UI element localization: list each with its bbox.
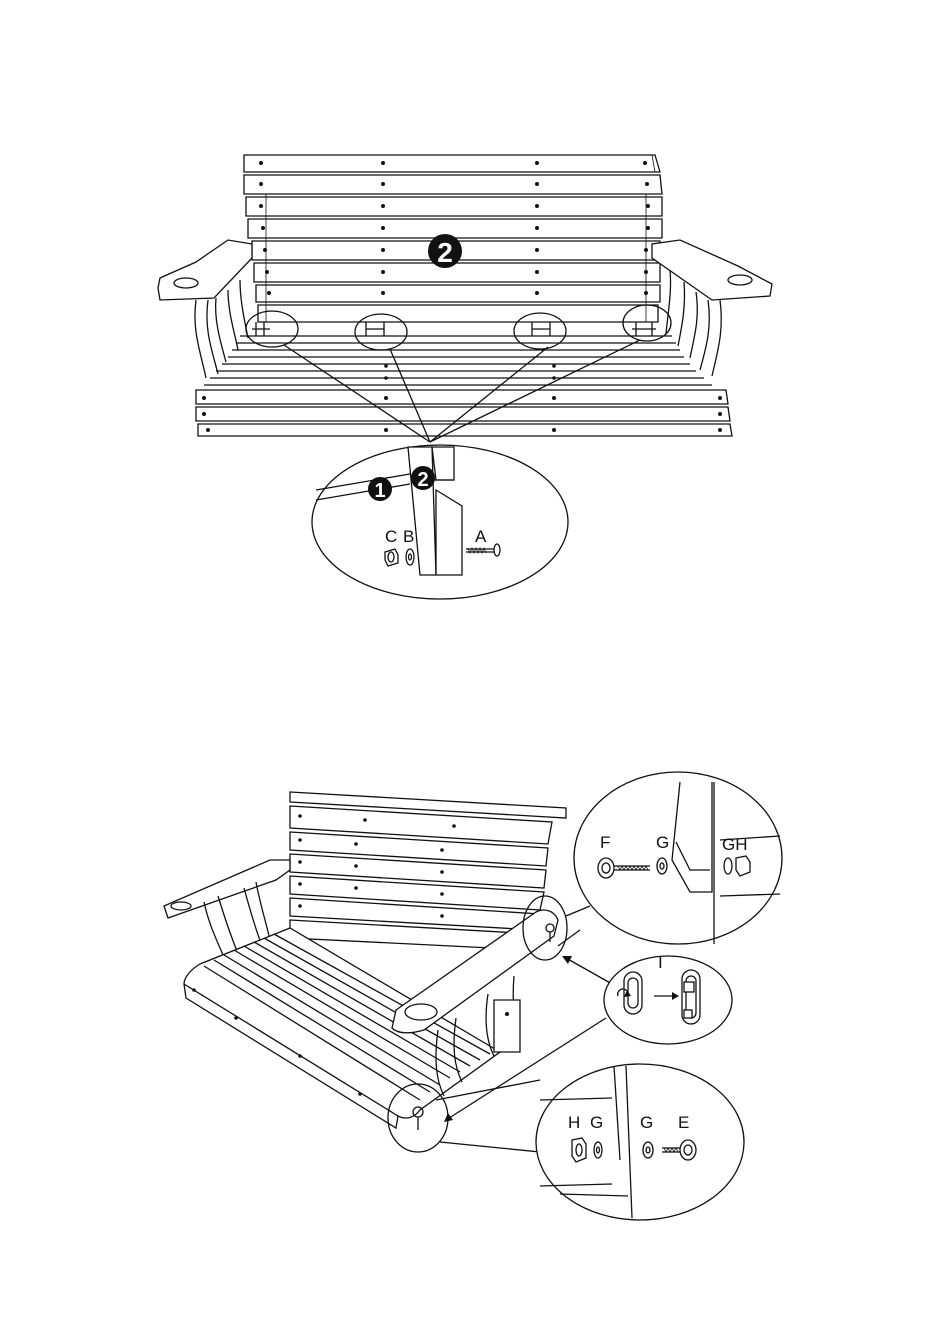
- detail-callout-quick-link: I: [604, 953, 732, 1044]
- step-number-detail-1: 1: [374, 480, 385, 502]
- washer-b-icon: [406, 549, 414, 565]
- label-f: F: [600, 833, 610, 852]
- step-number-main: 2: [437, 237, 453, 268]
- washer-g-right-icon: [643, 1142, 653, 1158]
- seat-perspective: [184, 928, 500, 1128]
- nut-h-icon: [572, 1138, 586, 1162]
- label-c: C: [385, 527, 397, 546]
- label-h: H: [568, 1113, 580, 1132]
- label-g-top: G: [656, 833, 669, 852]
- swing-perspective-view: [164, 792, 567, 1152]
- swing-front-view: 2: [158, 155, 772, 442]
- detail-callout-hook-bottom: H G G E: [536, 1064, 744, 1220]
- step-badge-main: 2: [428, 234, 462, 268]
- detail-callout-hook-top: F G GH: [574, 772, 782, 944]
- label-i: I: [658, 953, 663, 972]
- step-number-detail-2: 2: [417, 469, 428, 491]
- back-brackets: [252, 322, 656, 336]
- right-armrest: [652, 240, 772, 376]
- label-e: E: [678, 1113, 689, 1132]
- label-b: B: [403, 527, 414, 546]
- seat-slats: [196, 336, 732, 436]
- label-gh: GH: [722, 835, 748, 854]
- washer-g-left-icon: [594, 1142, 602, 1158]
- nut-c-icon: [385, 549, 398, 566]
- label-a: A: [475, 527, 487, 546]
- label-g-right: G: [640, 1113, 653, 1132]
- washer-g-top-icon: [657, 858, 667, 874]
- detail-callout-bolt: 1 2 C B A: [312, 445, 568, 599]
- label-g-left: G: [590, 1113, 603, 1132]
